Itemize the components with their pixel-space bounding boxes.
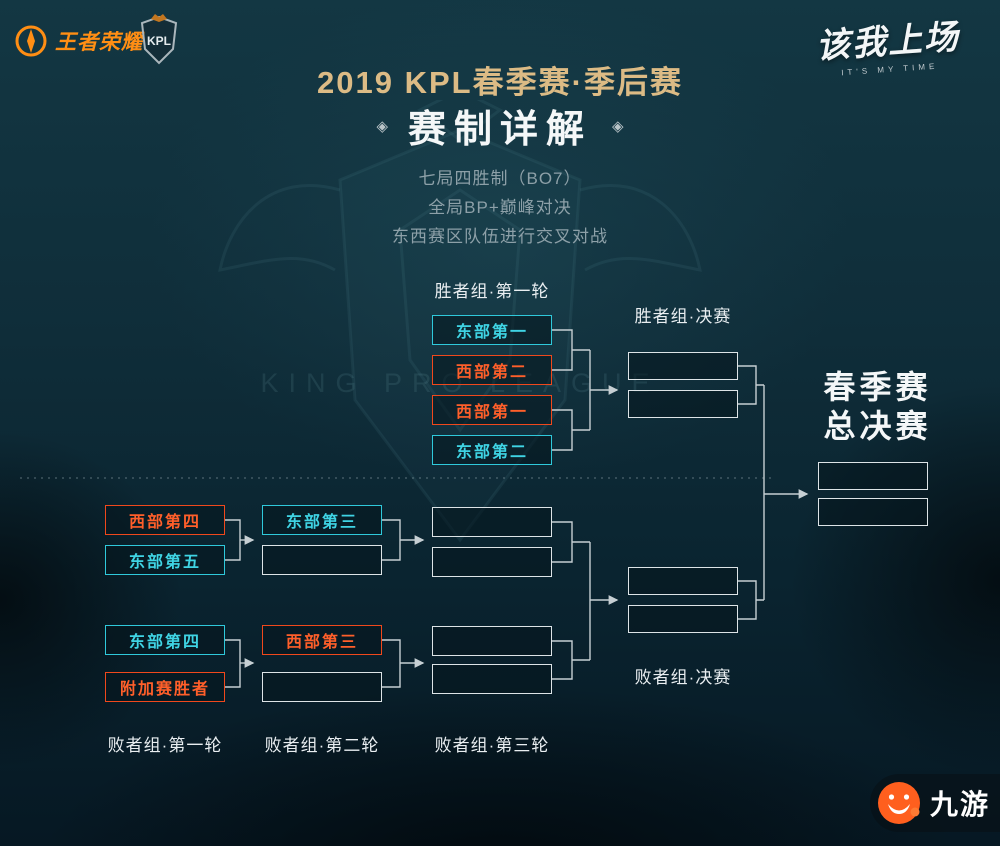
grand-final-title-line2: 总决赛 [823, 408, 932, 444]
losers-round3-label: 败者组·第三轮 [434, 736, 550, 755]
losers-round1-label: 败者组·第一轮 [107, 736, 223, 755]
kpl-shield-icon: KPL [140, 14, 178, 65]
losers-r2-slot-2 [262, 672, 382, 702]
grand-final-title-line1: 春季赛 [823, 369, 932, 405]
honor-of-kings-logo: 王者荣耀 [14, 24, 143, 58]
losers-r3-slot-2 [432, 547, 552, 577]
losers-r2-team-2: 西部第三 [262, 625, 382, 655]
losers-r3-slot-3 [432, 626, 552, 656]
losers-final-slot-2 [628, 605, 738, 633]
kpl-logo: KPL [138, 14, 180, 71]
honor-of-kings-icon [15, 25, 47, 57]
losers-r3-slot-1 [432, 507, 552, 537]
losers-final-label: 败者组·决赛 [634, 668, 732, 687]
9game-logo: 九游 [870, 774, 1000, 832]
winners-r1-team-1: 东部第一 [432, 315, 552, 345]
losers-r3-slot-4 [432, 664, 552, 694]
diamond-ornament-left: ◈ [376, 117, 388, 135]
subtitle-row: ◈ 赛制详解 ◈ [0, 98, 1000, 153]
losers-r2-team-1: 东部第三 [262, 505, 382, 535]
rule-line-2: 全局BP+巅峰对决 [428, 198, 572, 217]
winners-r1-team-4: 东部第二 [432, 435, 552, 465]
losers-r1-team-4: 附加赛胜者 [105, 672, 225, 702]
losers-r2-slot-1 [262, 545, 382, 575]
losers-r1-team-3: 东部第四 [105, 625, 225, 655]
honor-of-kings-wordmark: 王者荣耀 [55, 31, 143, 54]
winners-final-label: 胜者组·决赛 [634, 307, 732, 326]
losers-r1-team-2: 东部第五 [105, 545, 225, 575]
9game-smiley-icon [878, 782, 920, 824]
grand-final-slot-2 [818, 498, 928, 526]
winners-r1-team-2: 西部第二 [432, 355, 552, 385]
page-title: 2019 KPL春季赛·季后赛 [317, 65, 683, 100]
kpl-wordmark: KPL [147, 34, 171, 48]
page-subtitle: 赛制详解 [407, 109, 592, 151]
winners-round1-label: 胜者组·第一轮 [434, 282, 550, 301]
winners-final-slot-1 [628, 352, 738, 380]
9game-wordmark: 九游 [930, 789, 991, 820]
rule-line-3: 东西赛区队伍进行交叉对战 [392, 227, 608, 246]
winners-final-slot-2 [628, 390, 738, 418]
diamond-ornament-right: ◈ [612, 117, 624, 135]
winners-r1-team-3: 西部第一 [432, 395, 552, 425]
losers-round2-label: 败者组·第二轮 [264, 736, 380, 755]
rules-text: 七局四胜制（BO7） 全局BP+巅峰对决 东西赛区队伍进行交叉对战 [0, 164, 1000, 251]
rule-line-1: 七局四胜制（BO7） [418, 169, 582, 188]
losers-r1-team-1: 西部第四 [105, 505, 225, 535]
grand-final-slot-1 [818, 462, 928, 490]
losers-final-slot-1 [628, 567, 738, 595]
grand-final-title: 春季赛 总决赛 [795, 368, 960, 446]
